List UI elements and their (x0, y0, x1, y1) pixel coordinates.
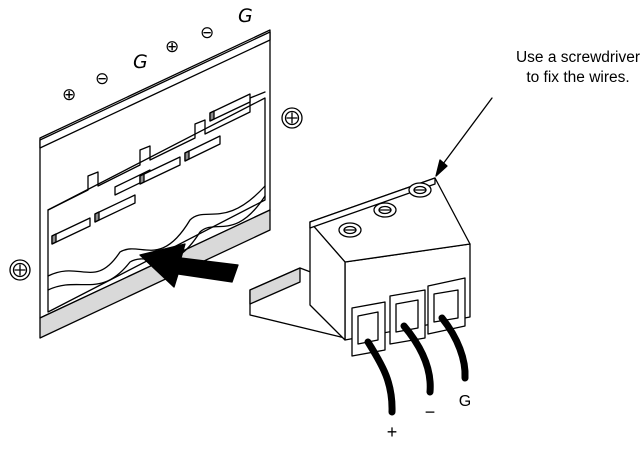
terminal-block (249, 177, 471, 357)
screw-head-icon (9, 259, 31, 281)
socket-label-negative: ⊖ (95, 69, 109, 88)
callout-arrow (435, 97, 493, 177)
wires (364, 314, 469, 416)
wire-label-positive: + (387, 422, 398, 442)
socket-labels: ⊕ ⊖ G ⊕ ⊖ G (62, 5, 253, 104)
callout-text-line2: to fix the wires. (526, 69, 629, 86)
callout-text-line1: Use a screwdriver (516, 49, 640, 66)
socket-label-negative: ⊖ (200, 23, 214, 42)
socket-label-positive: ⊕ (62, 85, 76, 104)
socket-label-positive: ⊕ (165, 37, 179, 56)
contact-pins (51, 93, 251, 245)
socket-label-ground: G (133, 51, 148, 73)
wire-label-negative: − (425, 402, 436, 422)
socket-housing (39, 29, 271, 339)
arrow-left-icon (139, 243, 239, 288)
screw-head-icon (281, 107, 303, 129)
terminal-screws (338, 182, 432, 238)
socket-label-ground: G (238, 5, 253, 27)
wire-label-ground: G (459, 393, 471, 410)
